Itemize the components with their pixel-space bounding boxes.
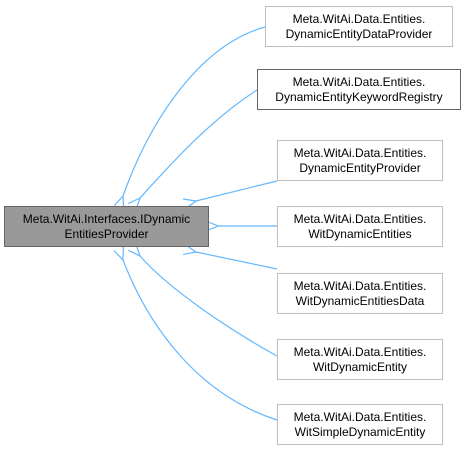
inheritance-arrow — [123, 26, 266, 196]
derived-class-namespace: Meta.WitAi.Data.Entities. — [293, 409, 427, 424]
derived-class-node[interactable]: Meta.WitAi.Data.Entities. DynamicEntityK… — [257, 69, 461, 110]
derived-class-namespace: Meta.WitAi.Data.Entities. — [293, 211, 427, 226]
derived-class-node[interactable]: Meta.WitAi.Data.Entities. WitDynamicEnti… — [277, 273, 443, 314]
inheritance-arrow — [196, 252, 278, 270]
inheritance-arrow — [123, 260, 278, 421]
inheritance-arrow — [196, 180, 278, 201]
base-interface-namespace: Meta.WitAi.Interfaces.IDynamic — [22, 211, 191, 226]
inheritance-arrow — [140, 256, 278, 357]
base-interface-node[interactable]: Meta.WitAi.Interfaces.IDynamic EntitiesP… — [4, 206, 209, 247]
derived-class-namespace: Meta.WitAi.Data.Entities. — [292, 11, 426, 26]
derived-class-node[interactable]: Meta.WitAi.Data.Entities. WitDynamicEnti… — [277, 339, 443, 380]
derived-class-node[interactable]: Meta.WitAi.Data.Entities. DynamicEntityP… — [277, 140, 443, 181]
base-interface-name: EntitiesProvider — [64, 226, 149, 241]
derived-class-node[interactable]: Meta.WitAi.Data.Entities. WitDynamicEnti… — [277, 206, 443, 247]
derived-class-node[interactable]: Meta.WitAi.Data.Entities. DynamicEntityD… — [265, 6, 453, 47]
derived-class-namespace: Meta.WitAi.Data.Entities. — [293, 145, 427, 160]
derived-class-name: DynamicEntityKeywordRegistry — [275, 89, 443, 104]
derived-class-name: WitDynamicEntities — [308, 226, 412, 241]
derived-class-name: DynamicEntityDataProvider — [285, 26, 433, 41]
derived-class-namespace: Meta.WitAi.Data.Entities. — [292, 74, 426, 89]
derived-class-name: WitDynamicEntity — [312, 359, 407, 374]
inheritance-arrow — [140, 89, 258, 198]
derived-class-name: WitSimpleDynamicEntity — [294, 424, 426, 439]
derived-class-name: WitDynamicEntitiesData — [295, 293, 425, 308]
derived-class-node[interactable]: Meta.WitAi.Data.Entities. WitSimpleDynam… — [277, 404, 443, 445]
derived-class-namespace: Meta.WitAi.Data.Entities. — [293, 344, 427, 359]
derived-class-name: DynamicEntityProvider — [299, 160, 421, 175]
derived-class-namespace: Meta.WitAi.Data.Entities. — [293, 278, 427, 293]
